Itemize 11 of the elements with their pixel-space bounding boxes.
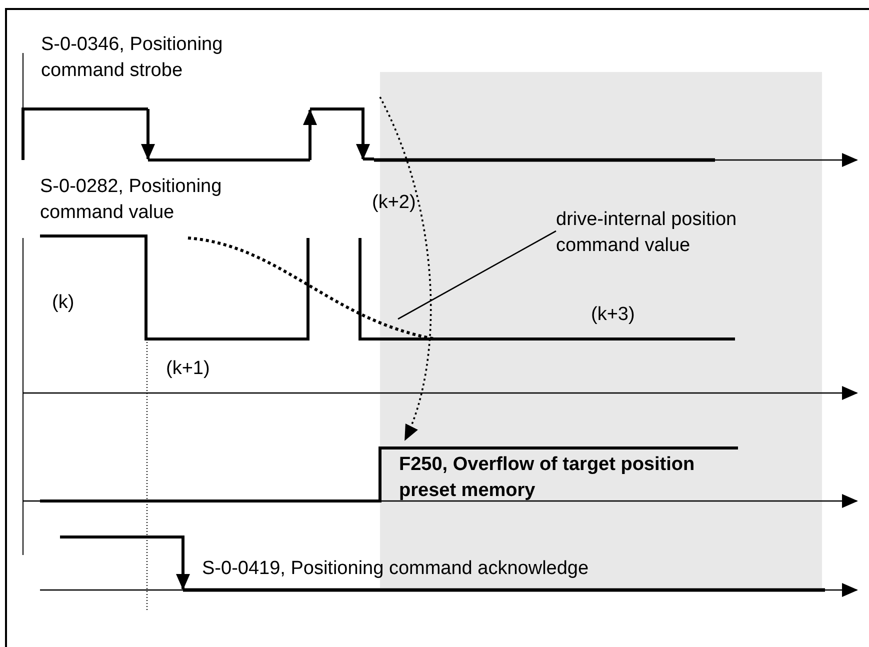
value-label: (k+2) <box>372 191 417 215</box>
callout-text: drive-internal position command value <box>556 207 806 259</box>
value-label: (k+3) <box>591 303 636 327</box>
signal-label: S-0-0419, Positioning command acknowledge <box>202 557 590 581</box>
arrow <box>379 96 432 441</box>
signal-label: S-0-0282, Positioning command value <box>40 175 223 225</box>
signal-label: S-0-0346, Positioning command strobe <box>41 33 224 83</box>
value-label: (k) <box>52 291 76 315</box>
error-label: F250, Overflow of target position preset memory <box>399 452 739 504</box>
value-label: (k+1) <box>166 357 211 381</box>
leader-line <box>398 230 556 320</box>
